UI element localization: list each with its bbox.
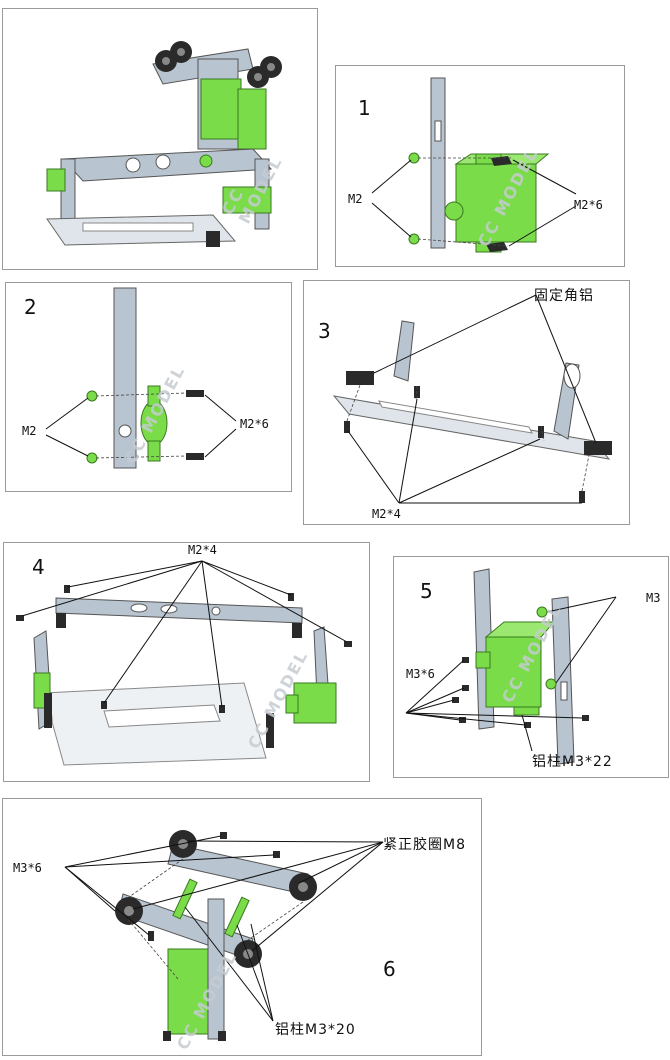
overview-assembly-illustration: [46, 41, 282, 247]
step-3-number: 3: [318, 319, 331, 343]
step-4-number: 4: [32, 555, 45, 579]
step-3-label-angle-bracket: 固定角铝: [534, 288, 594, 304]
step-2-label-screw: M2*6: [240, 417, 269, 431]
step-2-panel: 2 M2 M2*6 CC MODEL: [5, 282, 292, 492]
step-4-illustration: [16, 560, 352, 766]
step-5-label-nut: M3: [646, 591, 661, 605]
step-6-label-rubber-grommet: 紧正胶圈M8: [383, 837, 466, 853]
step-3-panel: 3 固定角铝 M2*4: [303, 280, 630, 525]
step-4-panel: 4 M2*4 CC MODEL: [3, 542, 370, 782]
step-1-label-nut: M2: [348, 192, 363, 206]
step-6-label-standoff: 铝柱M3*20: [275, 1022, 356, 1038]
step-5-label-standoff: 铝柱M3*22: [532, 754, 613, 770]
step-6-panel: 6 紧正胶圈M8 M3*6 铝柱M3*20 CC MODEL: [2, 798, 482, 1056]
step-5-illustration: [405, 568, 617, 765]
step-1-panel: 1 M2 M2*6 CC MODEL: [335, 65, 625, 267]
step-1-illustration: [371, 77, 577, 253]
step-4-label-screw: M2*4: [188, 543, 217, 557]
step-2-label-nut: M2: [22, 424, 37, 438]
step-5-label-screw: M3*6: [406, 667, 435, 681]
step-6-illustration: [64, 830, 384, 1041]
step-3-illustration: [332, 294, 612, 504]
overview-panel: CC MODEL: [2, 8, 318, 270]
step-5-panel: 5 M3 M3*6 铝柱M3*22 CC MODEL: [393, 556, 669, 778]
step-1-label-screw: M2*6: [574, 198, 603, 212]
step-5-number: 5: [420, 579, 433, 603]
step-2-number: 2: [24, 295, 37, 319]
step-2-illustration: [45, 287, 237, 469]
step-1-number: 1: [358, 96, 371, 120]
step-3-label-screw: M2*4: [372, 507, 401, 521]
step-6-number: 6: [383, 957, 396, 981]
step-6-label-screw: M3*6: [13, 861, 42, 875]
